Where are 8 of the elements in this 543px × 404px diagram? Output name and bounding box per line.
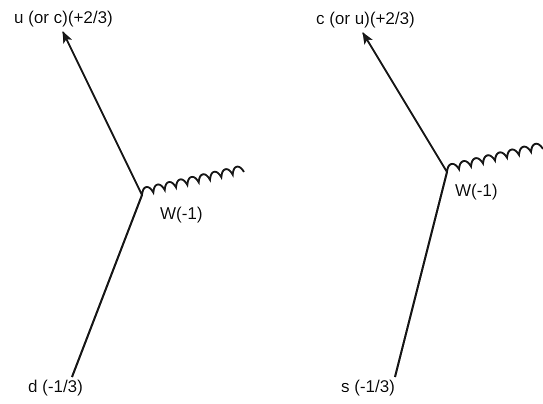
quark-line-with-boson-wave bbox=[71, 166, 245, 378]
edge-label: W(-1) bbox=[455, 181, 498, 201]
edge-label: W(-1) bbox=[160, 204, 202, 224]
particle-label: d (-1/3) bbox=[28, 377, 83, 397]
particle-label: s (-1/3) bbox=[341, 377, 395, 397]
particle-label: u (or c)(+2/3) bbox=[14, 8, 113, 28]
particle-label: c (or u)(+2/3) bbox=[316, 9, 415, 29]
quark-line-with-boson-wave bbox=[394, 143, 543, 378]
